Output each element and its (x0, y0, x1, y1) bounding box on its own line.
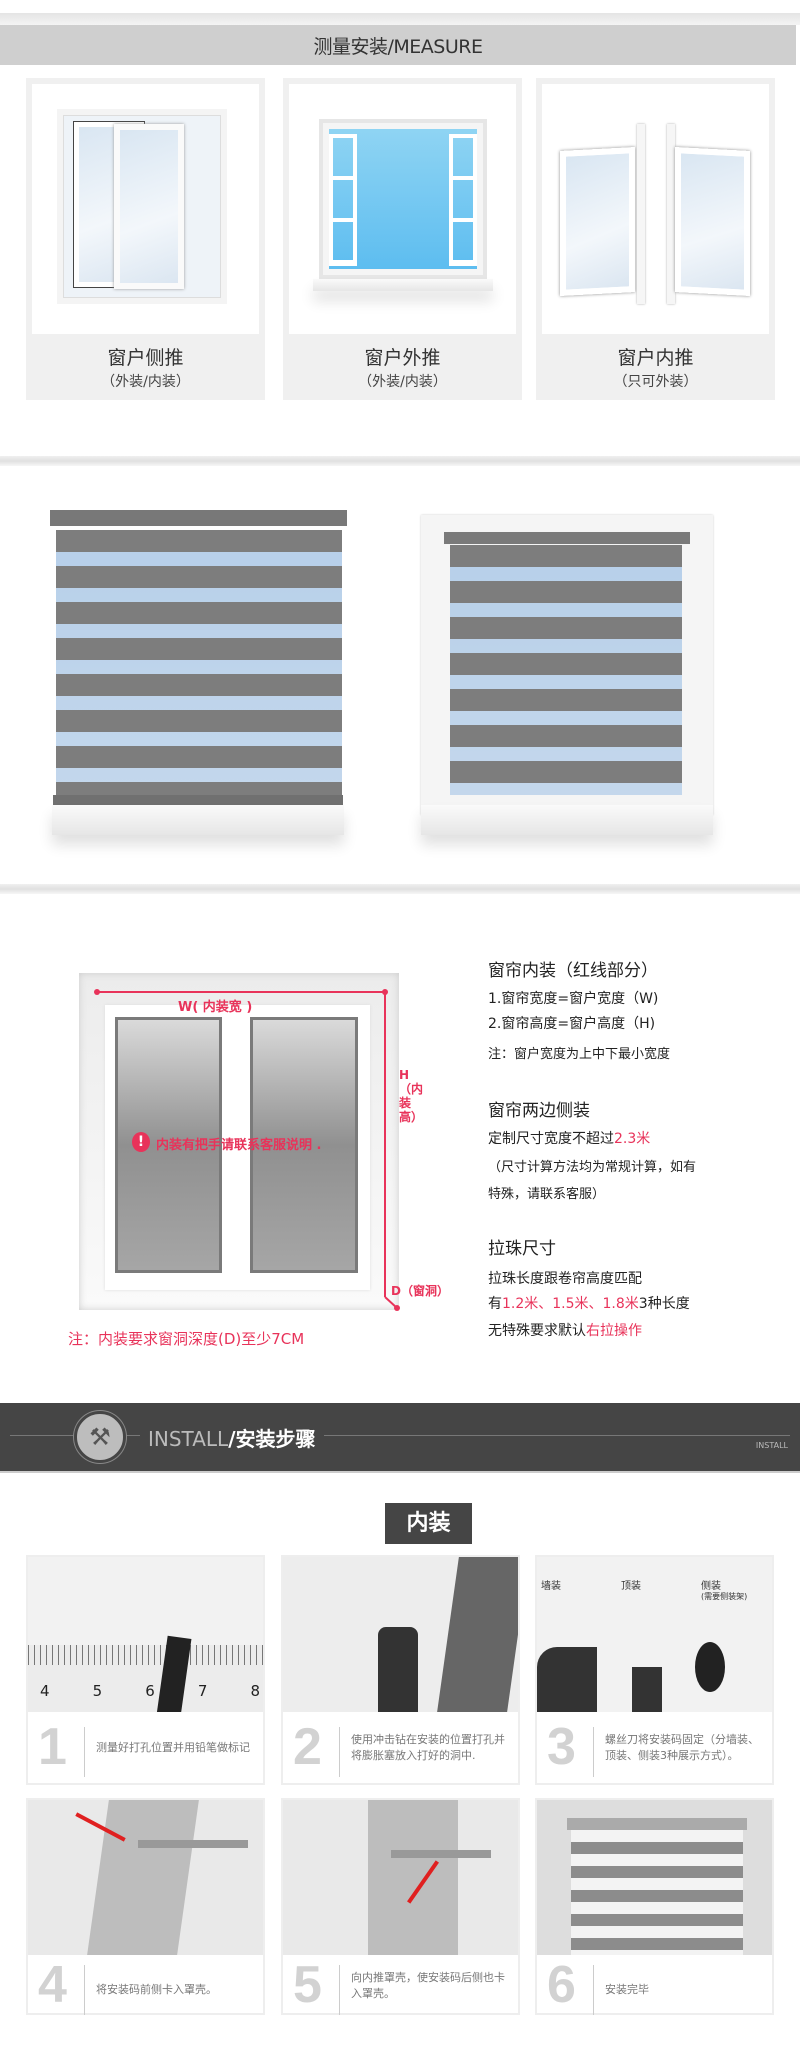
blind-headrail (444, 532, 690, 544)
side-note: （尺寸计算方法均为常规计算，如有 (488, 1160, 697, 1175)
inner-width-rule: 1.窗帘宽度=窗户宽度（W) (488, 991, 659, 1007)
ruler-photo: 4 5 6 7 8 (28, 1557, 263, 1712)
finished-blind-photo (537, 1800, 772, 1955)
divider (0, 456, 800, 466)
inward-window-image (542, 84, 769, 334)
card-subtitle: （外装/内装） (358, 374, 447, 390)
card-title: 窗户内推 (617, 347, 694, 369)
card-title: 窗户侧推 (107, 347, 184, 369)
warning-icon: ! (132, 1132, 150, 1152)
blind-headrail (50, 510, 347, 526)
top-strip (0, 13, 800, 25)
step-card-6: 6 安装完毕 (535, 1798, 774, 2015)
zebra-blind-inside-mount (450, 545, 682, 795)
step-text: 测量好打孔位置并用铅笔做标记 (96, 1741, 250, 1754)
ruler-mark: 4 (40, 1682, 50, 1700)
side-mount-note: (需要侧装架) (701, 1592, 748, 1601)
sliding-window-image (32, 84, 259, 334)
ruler-mark: 7 (197, 1682, 208, 1700)
chain-rule: 拉珠长度跟卷帘高度匹配 (488, 1271, 642, 1287)
install-title-cn: /安装步骤 (228, 1427, 316, 1451)
glass-pane-right (250, 1017, 358, 1273)
clip-back-photo (283, 1800, 518, 1955)
chain-title: 拉珠尺寸 (488, 1239, 556, 1259)
zebra-blind-outside-mount (56, 530, 342, 800)
inner-mount-label: 内装 (385, 1503, 472, 1544)
tools-icon: ⚒ (74, 1411, 126, 1463)
install-title-en: INSTALL (148, 1427, 229, 1451)
ruler-mark: 5 (92, 1682, 103, 1700)
step-card-5: 5 向内推罩壳，使安装码后侧也卡入罩壳。 (281, 1798, 520, 2015)
drill-photo (283, 1557, 518, 1712)
chain-lengths: 1.2米、1.5米、1.8米 (502, 1296, 639, 1312)
step-number: 5 (293, 1956, 322, 2014)
step-number: 3 (547, 1718, 576, 1776)
inner-height-rule: 2.窗帘高度=窗户高度（H) (488, 1016, 656, 1032)
install-corner-label: INSTALL (755, 1441, 788, 1450)
bracket-photo: 墙装 顶装 侧装 (需要侧装架) (537, 1557, 772, 1712)
wall-mount-label: 墙装 (541, 1581, 561, 1592)
default-operation-prefix: 无特殊要求默认 (488, 1323, 586, 1339)
height-label: H（内装高） (399, 1068, 424, 1124)
chain-lengths-prefix: 有 (488, 1296, 502, 1312)
side-width-rule: 定制尺寸宽度不超过 (488, 1131, 614, 1147)
ruler-mark: 8 (250, 1682, 260, 1700)
step-text: 使用冲击钻在安装的位置打孔并将膨胀塞放入打好的洞中. (351, 1733, 505, 1762)
inner-note: 注：窗户宽度为上中下最小宽度 (488, 1047, 671, 1062)
max-width-value: 2.3米 (614, 1131, 651, 1147)
blind-bottom-rail (53, 795, 343, 805)
step-number: 4 (38, 1956, 67, 2014)
depth-label: D（窗洞） (391, 1284, 449, 1298)
depth-note: 注：内装要求窗洞深度(D)至少7CM (68, 1330, 305, 1348)
step-text: 安装完毕 (605, 1983, 649, 1996)
window-card-outward: 窗户外推 （外装/内装） (283, 78, 522, 400)
section-title: 测量安装/MEASURE (313, 35, 483, 58)
side-note: 特殊，请联系客服） (488, 1187, 606, 1202)
clip-front-photo (28, 1800, 263, 1955)
top-mount-label: 顶装 (621, 1581, 641, 1592)
card-title: 窗户外推 (364, 347, 441, 369)
step-number: 1 (38, 1718, 67, 1776)
width-label: W( 内装宽 ) (178, 1000, 253, 1015)
step-card-2: 2 使用冲击钻在安装的位置打孔并将膨胀塞放入打好的洞中. (281, 1555, 520, 1785)
step-card-3: 墙装 顶装 侧装 (需要侧装架) 3 螺丝刀将安装码固定（分墙装、顶装、侧装3种… (535, 1555, 774, 1785)
window-card-sliding: 窗户侧推 （外装/内装） (26, 78, 265, 400)
card-subtitle: （只可外装） (613, 374, 698, 390)
card-subtitle: （外装/内装） (101, 374, 190, 390)
chain-lengths-suffix: 3种长度 (638, 1296, 690, 1312)
measure-lines (94, 989, 400, 1311)
step-text: 向内推罩壳，使安装码后侧也卡入罩壳。 (351, 1971, 505, 2000)
window-sill (421, 805, 713, 835)
step-card-1: 4 5 6 7 8 1 测量好打孔位置并用铅笔做标记 (26, 1555, 265, 1785)
step-text: 螺丝刀将安装码固定（分墙装、顶装、侧装3种展示方式）。 (605, 1733, 759, 1762)
ruler-mark: 6 (145, 1682, 155, 1700)
window-card-inward: 窗户内推 （只可外装） (536, 78, 775, 400)
window-sill (52, 805, 344, 835)
step-number: 6 (547, 1956, 576, 2014)
side-mount-label: 侧装 (701, 1581, 721, 1592)
section-header-install: ⚒ INSTALL/安装步骤 INSTALL (0, 1403, 800, 1473)
warning-text: 内装有把手请联系客服说明 . (156, 1138, 322, 1153)
section-header-measure: 测量安装/MEASURE (0, 25, 796, 65)
divider (0, 884, 800, 894)
step-number: 2 (293, 1718, 322, 1776)
side-mount-title: 窗帘两边侧装 (488, 1101, 590, 1121)
outward-window-image (289, 84, 516, 334)
step-text: 将安装码前侧卡入罩壳。 (96, 1983, 217, 1996)
inner-mount-title: 窗帘内装（红线部分） (488, 961, 658, 981)
step-card-4: 4 将安装码前侧卡入罩壳。 (26, 1798, 265, 2015)
default-operation: 右拉操作 (586, 1323, 642, 1339)
